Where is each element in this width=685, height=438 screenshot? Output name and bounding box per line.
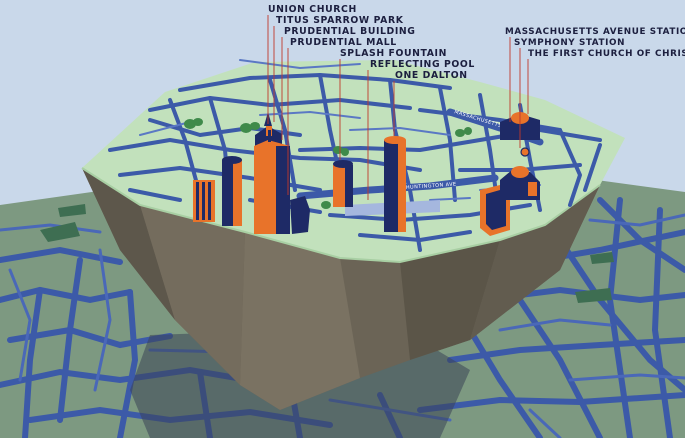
island-rock-facet	[470, 185, 600, 340]
label-reflecting-pool: REFLECTING POOL	[370, 59, 475, 70]
label-first-church-of-christ: THE FIRST CHURCH OF CHRIST	[528, 49, 685, 59]
label-prudential-building: PRUDENTIAL BUILDING	[284, 26, 416, 37]
christian-science-complex	[480, 166, 540, 236]
plateau-edge	[81, 167, 601, 264]
label-massachusetts-avenue-station: MASSACHUSETTS AVENUE STATION	[505, 27, 685, 37]
island-rock-facet	[400, 240, 500, 360]
landmark-labels-right: MASSACHUSETTS AVENUE STATION SYMPHONY ST…	[505, 27, 685, 59]
tower-prudential-mall	[333, 160, 353, 207]
label-prudential-mall: PRUDENTIAL MALL	[290, 37, 397, 48]
huntington-ave-label: HUNTINGTON AVE	[406, 181, 457, 191]
ground-park	[58, 204, 86, 217]
label-one-dalton: ONE DALTON	[395, 70, 468, 81]
island-rock-facet	[240, 232, 360, 410]
ground-park	[575, 288, 612, 303]
island-rock-facet	[82, 168, 175, 320]
label-splash-fountain: SPLASH FOUNTAIN	[340, 48, 447, 59]
label-symphony-station: SYMPHONY STATION	[514, 38, 625, 48]
one-dalton-tower	[384, 136, 406, 232]
symphony-station-marker	[520, 147, 530, 157]
label-titus-sparrow-park: TITUS SPARROW PARK	[276, 15, 404, 26]
tower-left-short	[193, 180, 215, 222]
tree-clusters	[184, 118, 472, 209]
tower-left-tall	[222, 156, 242, 226]
ground-park	[40, 222, 80, 242]
island-rock-facet	[140, 205, 245, 385]
landmark-labels-left: UNION CHURCH TITUS SPARROW PARK PRUDENTI…	[268, 4, 475, 81]
leader-lines	[267, 15, 529, 200]
prudential-building-tower	[254, 130, 310, 234]
ground-park	[590, 252, 614, 264]
label-union-church: UNION CHURCH	[268, 4, 357, 15]
